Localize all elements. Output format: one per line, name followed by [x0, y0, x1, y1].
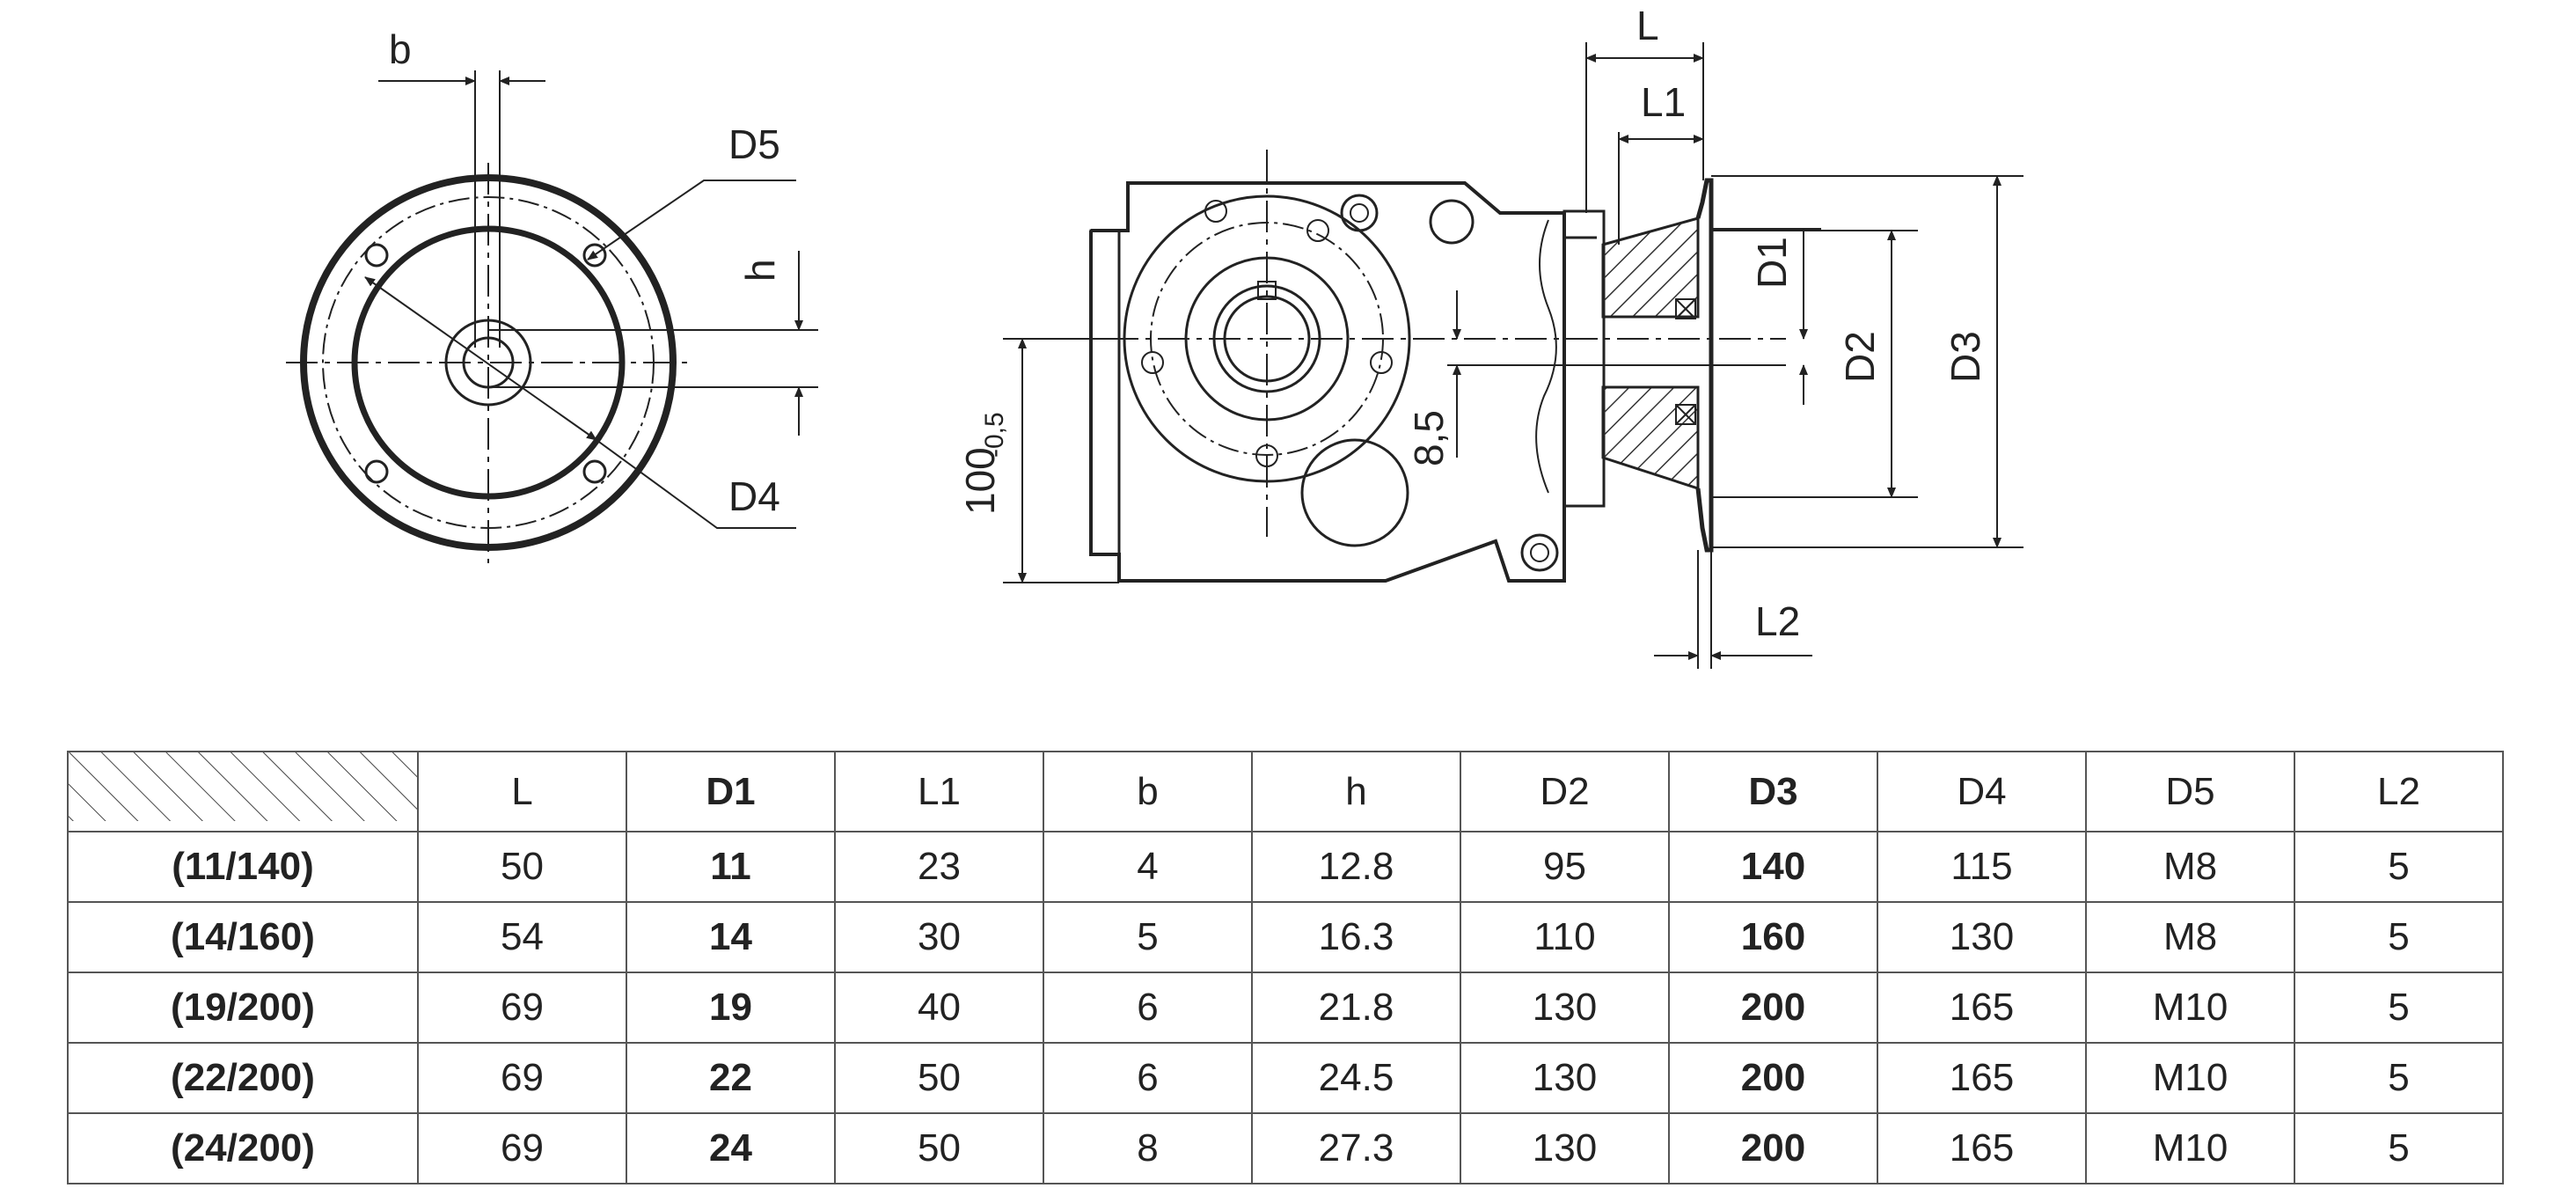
table-cell: 140: [1668, 831, 1878, 903]
label-height-tolerance: -0,5: [980, 412, 1009, 458]
table-cell: 165: [1877, 972, 2087, 1044]
column-header: D3: [1668, 751, 1878, 832]
column-header: L2: [2294, 751, 2504, 832]
table-cell: 24.5: [1251, 1042, 1461, 1114]
table-cell: 5: [2294, 1112, 2504, 1184]
column-header: D2: [1460, 751, 1670, 832]
table-cell: 22: [626, 1042, 836, 1114]
table-cell: 30: [834, 901, 1044, 973]
table-cell: M8: [2085, 901, 2295, 973]
row-label: (11/140): [67, 831, 419, 903]
table-cell: 160: [1668, 901, 1878, 973]
label-L2: L2: [1755, 598, 1800, 644]
table-cell: 14: [626, 901, 836, 973]
label-D2: D2: [1837, 331, 1883, 383]
table-cell: 69: [417, 1042, 627, 1114]
table-cell: 16.3: [1251, 901, 1461, 973]
row-label: (22/200): [67, 1042, 419, 1114]
column-header: D4: [1877, 751, 2087, 832]
flange-front-view: [286, 70, 818, 563]
table-cell: 165: [1877, 1112, 2087, 1184]
table-cell: 4: [1043, 831, 1253, 903]
table-cell: 40: [834, 972, 1044, 1044]
table-cell: 69: [417, 1112, 627, 1184]
table-cell: 200: [1668, 1042, 1878, 1114]
table-cell: 5: [2294, 901, 2504, 973]
table-cell: 12.8: [1251, 831, 1461, 903]
row-label: (19/200): [67, 972, 419, 1044]
table-cell: 5: [2294, 1042, 2504, 1114]
label-h: h: [737, 259, 783, 282]
gearbox-side-view: [1003, 42, 2023, 669]
label-b: b: [389, 26, 412, 72]
table-cell: 130: [1460, 972, 1670, 1044]
table-cell: 115: [1877, 831, 2087, 903]
column-header: h: [1251, 751, 1461, 832]
row-label: (24/200): [67, 1112, 419, 1184]
table-cell: 130: [1877, 901, 2087, 973]
table-cell: 24: [626, 1112, 836, 1184]
column-header: D5: [2085, 751, 2295, 832]
table-corner-hatched: [67, 751, 419, 832]
label-D5: D5: [728, 121, 780, 167]
table-cell: 50: [417, 831, 627, 903]
table-cell: 95: [1460, 831, 1670, 903]
column-header: L: [417, 751, 627, 832]
table-cell: M10: [2085, 1042, 2295, 1114]
table-cell: 130: [1460, 1042, 1670, 1114]
table-cell: M10: [2085, 972, 2295, 1044]
label-D3: D3: [1943, 331, 1988, 383]
table-cell: 110: [1460, 901, 1670, 973]
label-L: L: [1636, 3, 1659, 48]
table-cell: 200: [1668, 1112, 1878, 1184]
table-cell: 165: [1877, 1042, 2087, 1114]
column-header: b: [1043, 751, 1253, 832]
table-cell: 27.3: [1251, 1112, 1461, 1184]
table-cell: M10: [2085, 1112, 2295, 1184]
technical-drawing: b D5 h D4: [286, 3, 2023, 669]
column-header: D1: [626, 751, 836, 832]
table-cell: 200: [1668, 972, 1878, 1044]
table-cell: 11: [626, 831, 836, 903]
table-cell: 23: [834, 831, 1044, 903]
table-cell: 5: [2294, 831, 2504, 903]
table-cell: 50: [834, 1042, 1044, 1114]
label-D4: D4: [728, 473, 780, 519]
label-D1: D1: [1749, 237, 1795, 289]
label-L1: L1: [1641, 79, 1686, 125]
table-cell: 5: [1043, 901, 1253, 973]
column-header: L1: [834, 751, 1044, 832]
table-cell: 8: [1043, 1112, 1253, 1184]
table-cell: 19: [626, 972, 836, 1044]
table-cell: 50: [834, 1112, 1044, 1184]
table-cell: 54: [417, 901, 627, 973]
table-cell: 130: [1460, 1112, 1670, 1184]
table-cell: 21.8: [1251, 972, 1461, 1044]
label-offset-8-5: 8,5: [1406, 410, 1452, 466]
label-height-100: 100: [957, 447, 1003, 515]
table-cell: 6: [1043, 1042, 1253, 1114]
table-cell: 6: [1043, 972, 1253, 1044]
row-label: (14/160): [67, 901, 419, 973]
table-cell: M8: [2085, 831, 2295, 903]
hatched-corner-icon: [69, 752, 417, 821]
table-cell: 69: [417, 972, 627, 1044]
table-cell: 5: [2294, 972, 2504, 1044]
